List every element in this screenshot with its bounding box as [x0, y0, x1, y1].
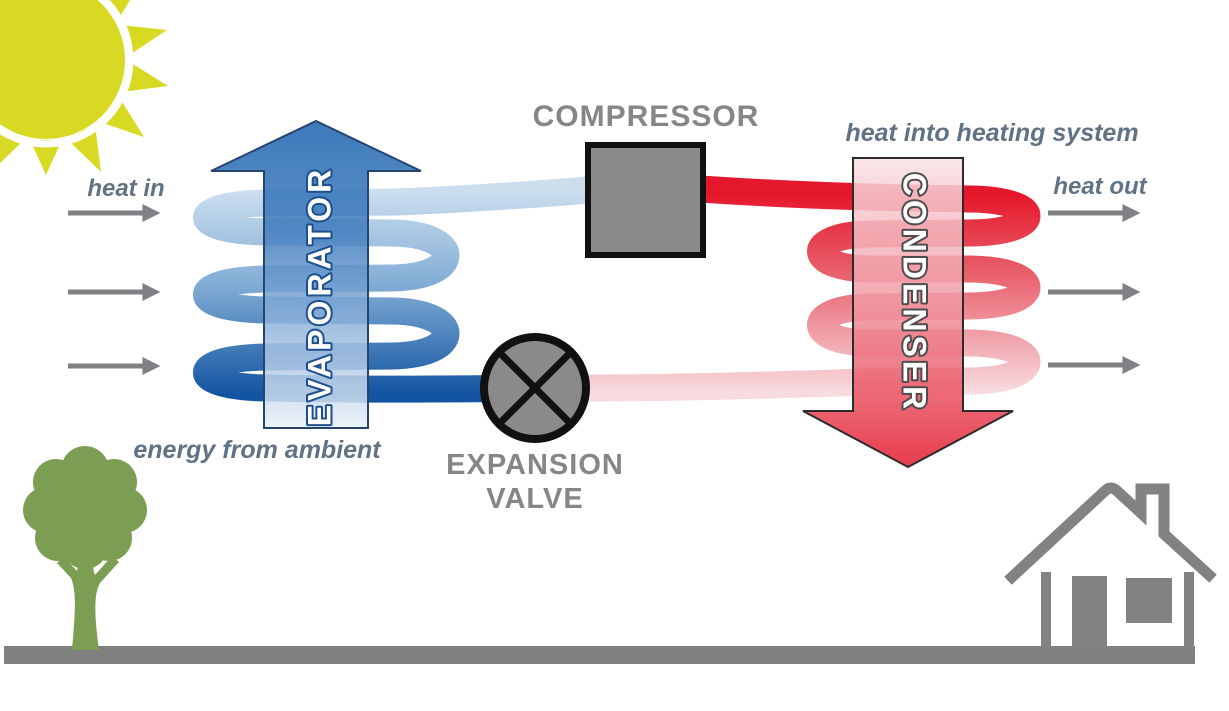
- sun-icon: [0, 0, 168, 175]
- sun-ring: [0, 0, 134, 148]
- condenser-label: CONDENSER: [897, 173, 933, 413]
- ground-bar: [4, 646, 1195, 664]
- tree-icon: [23, 446, 147, 650]
- heat-into-heating-system-label: heat into heating system: [845, 119, 1138, 147]
- house-roof-chimney: [1004, 482, 1217, 585]
- house-walls: [1041, 572, 1194, 649]
- house-icon: [1004, 482, 1217, 649]
- expansion-valve-x: [495, 348, 575, 428]
- heat-in-label: heat in: [87, 175, 164, 202]
- expansion-valve-label-line2: VALVE: [486, 483, 583, 515]
- evaporator-label: EVAPORATOR: [301, 166, 337, 426]
- expansion-valve-icon: [480, 333, 590, 443]
- energy-from-ambient-label: energy from ambient: [133, 436, 382, 464]
- sun-ray: [30, 140, 62, 175]
- tree-canopy: [23, 446, 147, 569]
- sun-ray: [100, 97, 144, 137]
- compressor-label: COMPRESSOR: [533, 100, 760, 133]
- expansion-valve-label-line1: EXPANSION: [446, 449, 624, 481]
- evaporator-arrow: [210, 119, 422, 429]
- house-window: [1126, 578, 1172, 623]
- heat-in-arrows: [68, 204, 161, 375]
- tree-trunk: [57, 540, 119, 650]
- heat-out-arrows: [1048, 204, 1141, 374]
- heat-out-label: heat out: [1053, 173, 1147, 200]
- house-door: [1072, 576, 1107, 649]
- condenser-arrow: [802, 157, 1014, 469]
- sun-core: [0, 0, 125, 139]
- compressor-box: [585, 142, 706, 258]
